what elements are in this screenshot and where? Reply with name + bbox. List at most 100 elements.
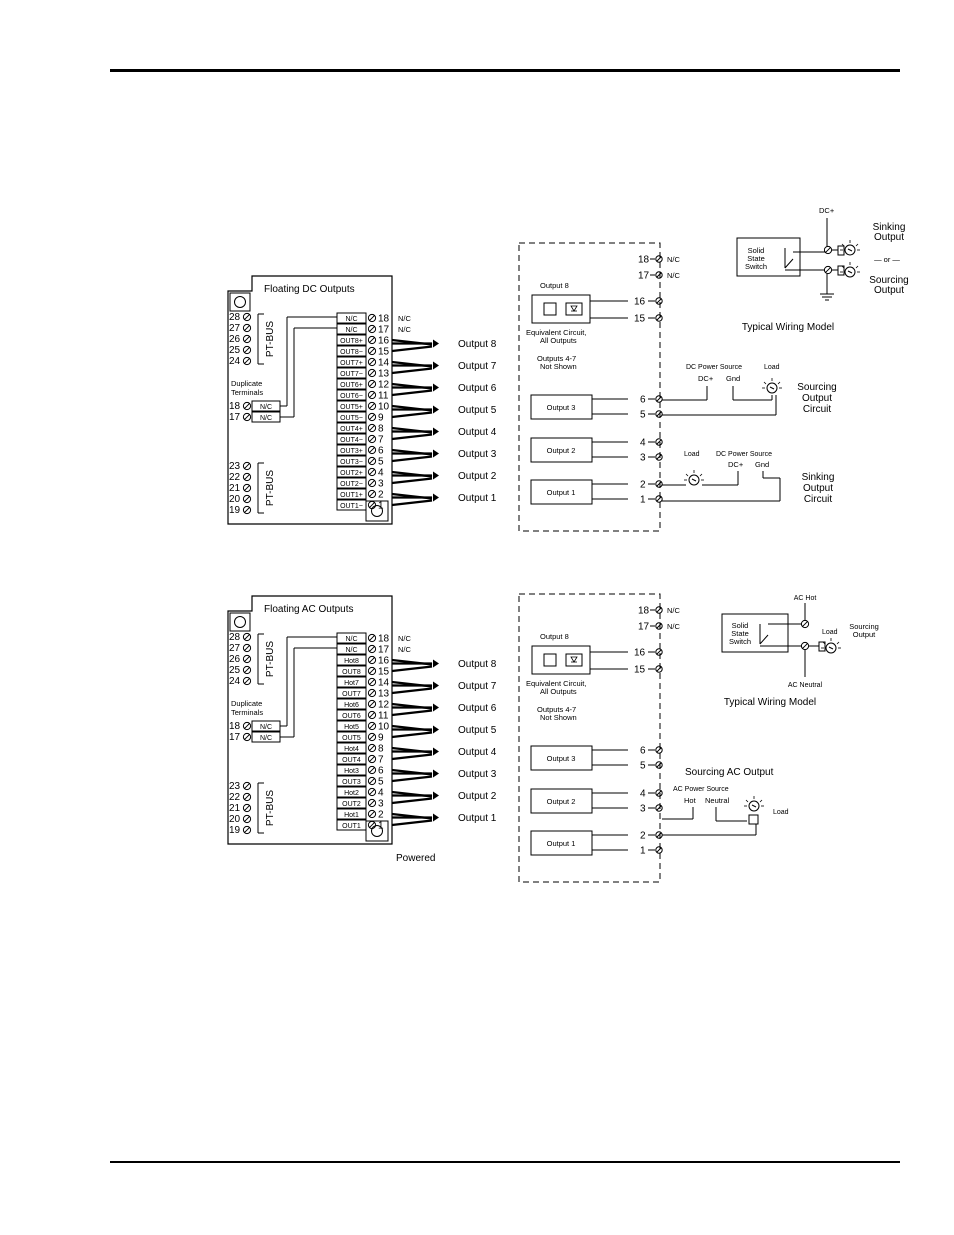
- terminal-screw-slash: [243, 484, 251, 492]
- equiv-terminal-slash: [656, 315, 662, 321]
- equiv-terminal-slash: [656, 256, 662, 262]
- equiv-terminal-number: 5: [640, 761, 646, 772]
- equiv-terminal: [655, 438, 663, 446]
- lamp-filament: [751, 804, 757, 808]
- output-arrow: [433, 703, 439, 712]
- equiv-caption: Equivalent Circuit,: [526, 679, 586, 688]
- output-arrow: [433, 449, 439, 458]
- strip-label-box: [336, 819, 367, 831]
- terminal-screw: [367, 445, 377, 455]
- terminal-screw: [367, 313, 377, 323]
- ptbus-terminal-number: 27: [229, 323, 241, 334]
- equiv-terminal-slash: [656, 666, 662, 672]
- terminal-screw: [242, 676, 252, 686]
- terminal-screw: [242, 803, 252, 813]
- output-wire: [391, 665, 433, 673]
- terminal-screw-slash: [824, 246, 832, 254]
- strip-terminal-number: 1: [378, 501, 384, 512]
- terminal-screw: [367, 379, 377, 389]
- output-wire: [391, 433, 433, 441]
- terminal-screw: [367, 500, 377, 510]
- equiv-terminal-number: 5: [640, 410, 646, 421]
- neutral-label: Neutral: [705, 796, 730, 805]
- strip-label: OUT1: [342, 823, 361, 830]
- strip-label: N/C: [345, 636, 357, 643]
- bottom-rule: [110, 1161, 900, 1163]
- output-label: Output 5: [458, 405, 497, 416]
- equiv-terminal: [655, 480, 663, 488]
- lamp-filament: [847, 248, 853, 252]
- output-label: Output 2: [458, 791, 497, 802]
- terminal-screw: [367, 633, 377, 643]
- strip-terminal-number: 8: [378, 744, 384, 755]
- terminal-screw: [242, 781, 252, 791]
- duplicate-label: Terminals: [231, 708, 263, 717]
- terminal-screw-slash: [801, 642, 809, 650]
- dup-terminal-number: 18: [229, 721, 241, 732]
- strip-label: OUT6: [342, 713, 361, 720]
- equiv-terminal: [655, 314, 663, 322]
- strip-label: OUT6+: [340, 382, 363, 389]
- mount-hole-icon: [234, 296, 246, 308]
- lamp-filament: [847, 270, 853, 274]
- equiv-terminal-number: 4: [640, 438, 646, 449]
- equiv-terminal-slash: [656, 847, 662, 853]
- terminal-screw: [242, 345, 252, 355]
- lamp-ray: [841, 265, 845, 269]
- terminal-screw-slash: [243, 335, 251, 343]
- sourcing-output-label: Output: [874, 285, 904, 296]
- output-label: Output 4: [458, 747, 497, 758]
- strip-label-box: [336, 698, 367, 710]
- equiv-frame: [518, 593, 661, 883]
- nc-label: N/C: [398, 634, 412, 643]
- strip-label: Hot1: [344, 812, 359, 819]
- sourcing-caption: Output: [802, 393, 832, 404]
- lamp-socket: [818, 641, 826, 652]
- sourcing-output-label: Sourcing: [869, 275, 908, 286]
- terminal-screw-slash: [243, 815, 251, 823]
- terminal-screw-slash: [368, 490, 376, 498]
- terminal-screw: [367, 434, 377, 444]
- sinking-output-label: Output: [874, 232, 904, 243]
- equiv-terminal-number: 3: [640, 804, 646, 815]
- output-arrow: [433, 405, 439, 414]
- output-arrow: [433, 725, 439, 734]
- equiv-terminal: [655, 746, 663, 754]
- mount-hole-icon: [371, 505, 383, 517]
- dcplus-label: DC+: [698, 374, 714, 383]
- equiv-nc-label: N/C: [667, 622, 681, 631]
- strip-label: OUT7+: [340, 360, 363, 367]
- strip-label: Hot6: [344, 702, 359, 709]
- terminal-screw-slash: [368, 501, 376, 509]
- output-wire: [391, 797, 433, 805]
- strip-terminal-number: 3: [378, 799, 384, 810]
- strip-terminal-number: 4: [378, 788, 384, 799]
- opto-led-box: [543, 302, 557, 316]
- output-wire: [391, 709, 433, 717]
- switch-label: State: [747, 254, 765, 263]
- terminal-screw-slash: [243, 473, 251, 481]
- terminal-screw-slash: [368, 777, 376, 785]
- terminal-screw: [242, 721, 252, 731]
- output-arrow: [433, 339, 439, 348]
- equiv-terminal-number: 1: [640, 495, 646, 506]
- ptbus-terminal-number: 20: [229, 494, 241, 505]
- strip-label-box: [336, 786, 367, 798]
- terminal-screw-slash: [368, 722, 376, 730]
- module-panel: [227, 595, 393, 845]
- strip-terminal-number: 10: [378, 402, 390, 413]
- terminal-screw: [242, 312, 252, 322]
- equiv-caption: Equivalent Circuit,: [526, 328, 586, 337]
- output-box: [530, 437, 593, 463]
- output-arrow: [433, 427, 439, 436]
- ptbus-terminal-number: 22: [229, 472, 241, 483]
- lamp-icon: [748, 800, 760, 812]
- equiv-terminal: [655, 648, 663, 656]
- strip-terminal-number: 5: [378, 457, 384, 468]
- strip-label-box: [336, 488, 367, 500]
- terminal-screw: [367, 787, 377, 797]
- strip-label: OUT2: [342, 801, 361, 808]
- dc-power-source-label: DC Power Source: [686, 364, 742, 371]
- equiv-terminal-number: 2: [640, 480, 646, 491]
- terminal-screw-slash: [243, 324, 251, 332]
